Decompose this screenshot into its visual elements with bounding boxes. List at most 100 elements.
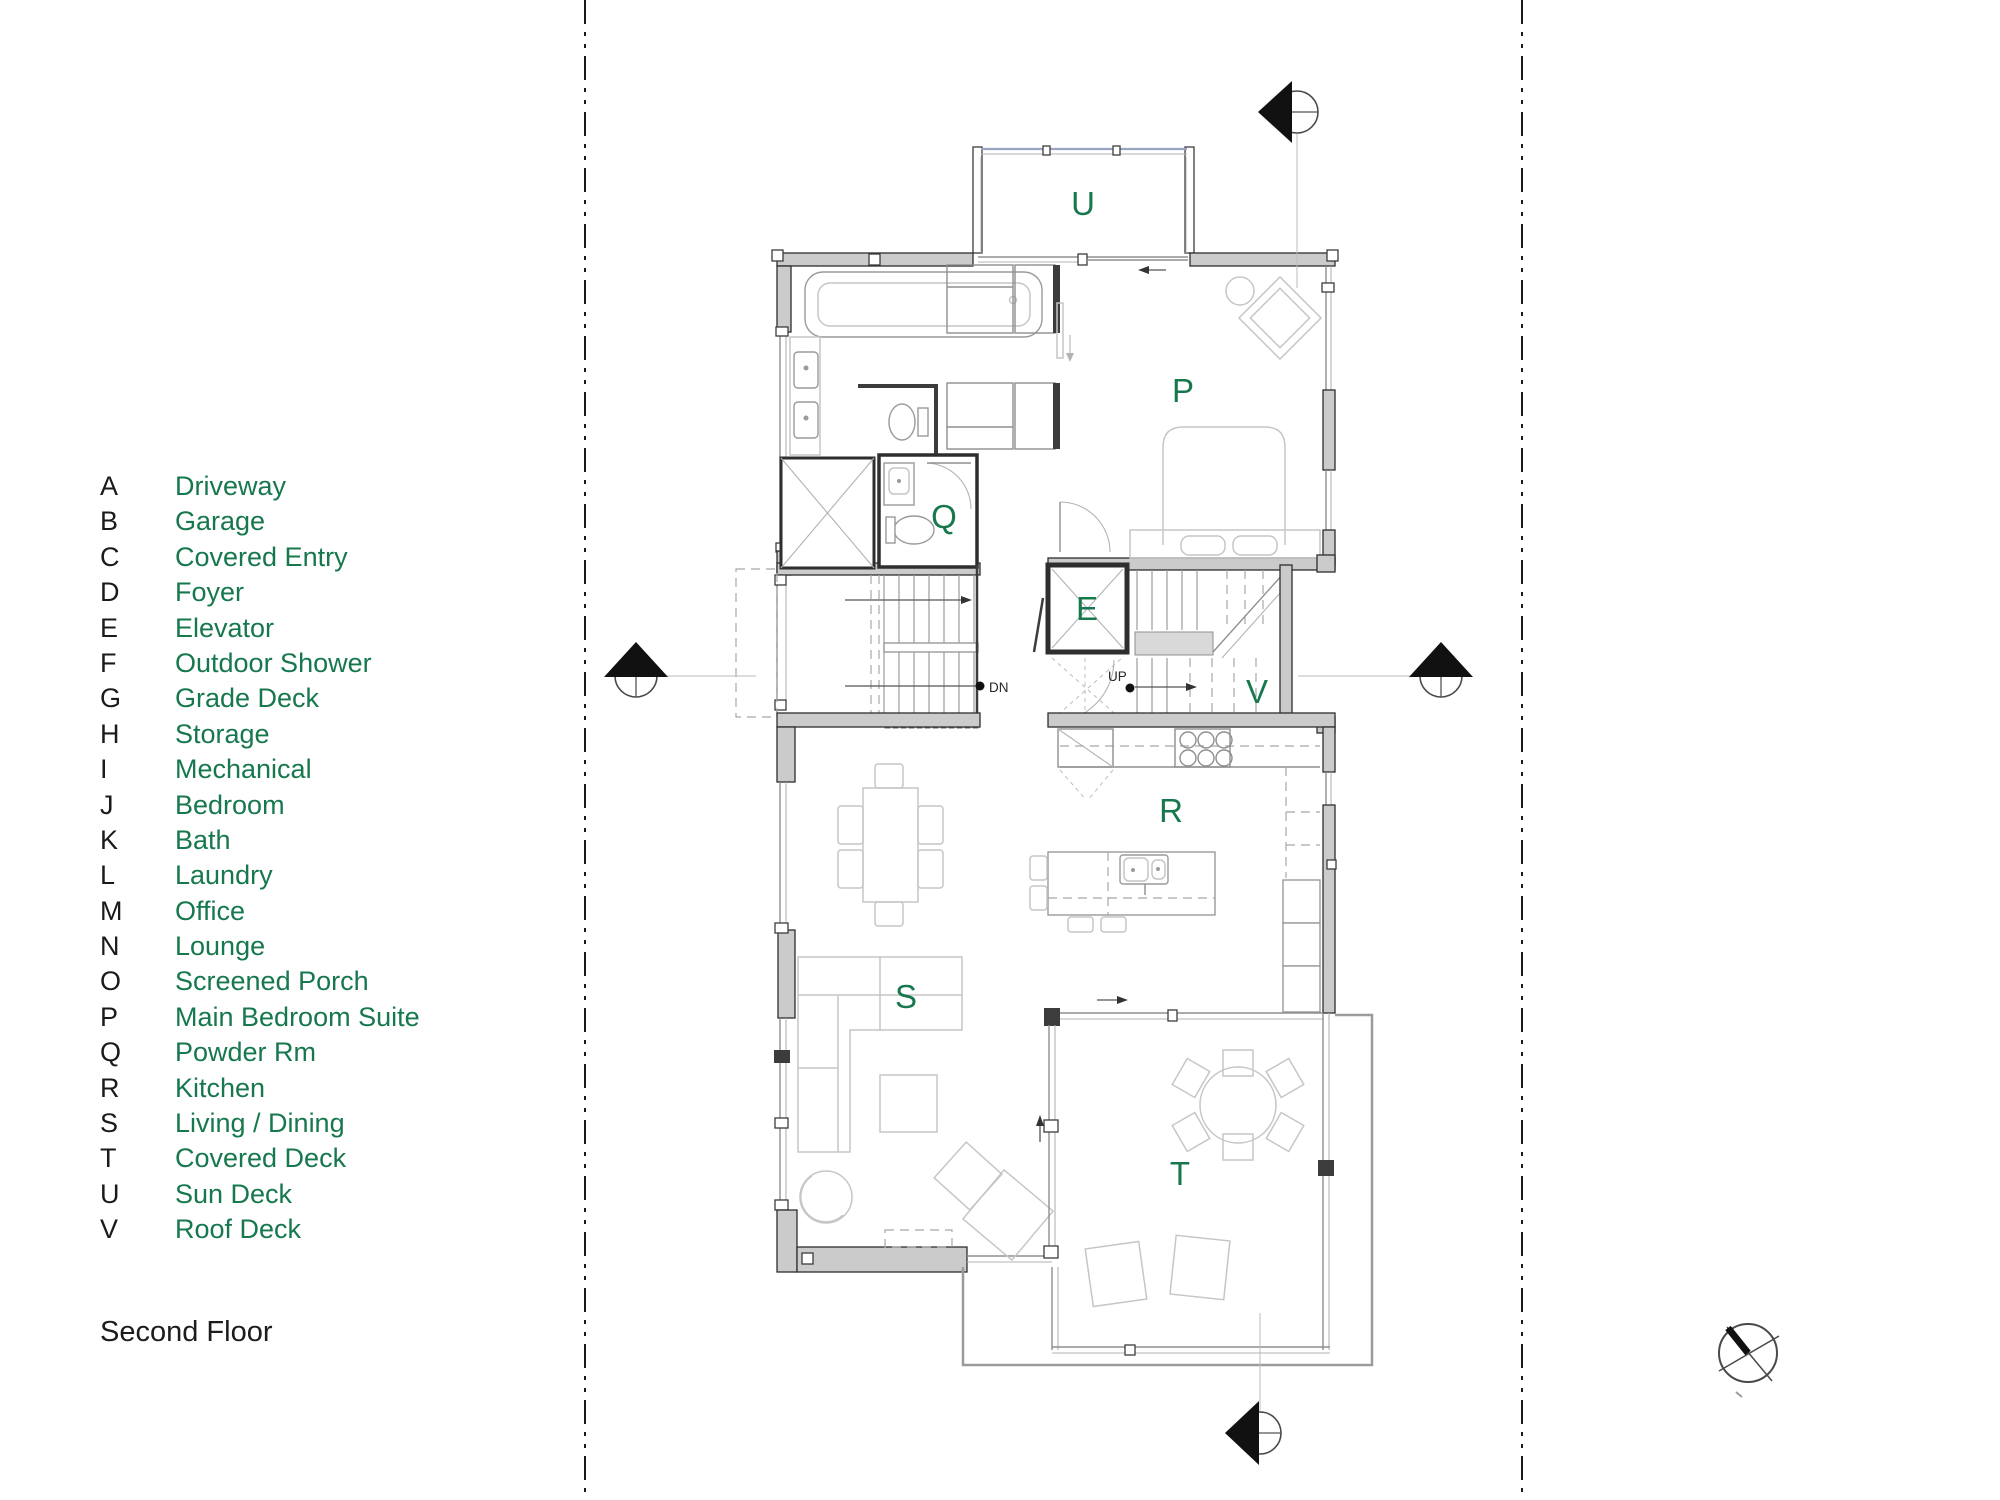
- section-marker-left: [604, 642, 756, 698]
- upper-volume-walls: [771, 249, 1339, 576]
- legend-label: Covered Entry: [175, 541, 348, 572]
- legend-label: Outdoor Shower: [175, 647, 372, 678]
- legend-row: F Outdoor Shower: [100, 646, 420, 681]
- legend-key: S: [100, 1108, 119, 1139]
- main-bedroom: [1059, 275, 1323, 559]
- legend-row: B Garage: [100, 504, 420, 539]
- room-labels: U P Q E V R S T: [895, 185, 1268, 1192]
- accent-chair-icon: [933, 1141, 1003, 1211]
- section-marker-right: [1298, 642, 1473, 698]
- legend-label: Laundry: [175, 860, 273, 891]
- living-dining: [797, 763, 1059, 1262]
- legend-key: M: [100, 895, 123, 926]
- legend-key: U: [100, 1178, 120, 1209]
- legend-label: Covered Deck: [175, 1143, 347, 1174]
- legend-row: U Sun Deck: [100, 1177, 420, 1212]
- section-marker-bottom: [1225, 1313, 1282, 1465]
- legend-row: P Main Bedroom Suite: [100, 1000, 420, 1035]
- room-label-kitchen: R: [1159, 792, 1183, 829]
- room-label-main-bedroom: P: [1172, 372, 1194, 409]
- bedroom-chair-icon: [1237, 275, 1323, 361]
- legend-row: G Grade Deck: [100, 681, 420, 716]
- legend-row: I Mechanical: [100, 752, 420, 787]
- powder-sink-icon: [883, 462, 915, 506]
- legend-key: R: [100, 1072, 120, 1103]
- room-label-elevator: E: [1076, 590, 1098, 627]
- projection-dashed-outline: [735, 568, 778, 718]
- legend-label: Storage: [175, 718, 270, 749]
- legend-row: R Kitchen: [100, 1071, 420, 1106]
- legend-label: Sun Deck: [175, 1178, 293, 1209]
- legend-row: M Office: [100, 894, 420, 929]
- legend-key: P: [100, 1001, 119, 1032]
- room-label-covered-deck: T: [1170, 1155, 1190, 1192]
- bath-vanity: [789, 336, 821, 456]
- legend-label: Driveway: [175, 471, 287, 501]
- section-marker-top: [1258, 81, 1319, 288]
- stair-up-label: UP: [1108, 669, 1127, 684]
- legend-label: Bath: [175, 824, 231, 855]
- accent-chair-icon: [961, 1168, 1055, 1262]
- legend-label: Mechanical: [175, 754, 312, 785]
- legend-label: Elevator: [175, 612, 275, 643]
- coffee-table-icon: [879, 1074, 938, 1133]
- room-label-living-dining: S: [895, 978, 917, 1015]
- legend-key: O: [100, 966, 122, 997]
- legend-label: Foyer: [175, 577, 245, 608]
- deck-lounger-icon: [1169, 1234, 1231, 1301]
- legend-key: V: [100, 1214, 119, 1245]
- legend-label: Main Bedroom Suite: [175, 1001, 420, 1032]
- kitchen-island: [1047, 851, 1216, 916]
- bedroom-door-arc: [1059, 501, 1111, 553]
- bathtub: [804, 271, 1043, 338]
- legend-label: Screened Porch: [175, 966, 369, 997]
- legend-label: Grade Deck: [175, 683, 320, 714]
- legend-row: O Screened Porch: [100, 964, 420, 999]
- legend-key: E: [100, 612, 119, 643]
- legend-key: G: [100, 683, 122, 714]
- shower: [779, 456, 876, 570]
- powder-room: [877, 453, 979, 569]
- legend-row: J Bedroom: [100, 788, 420, 823]
- legend-key: Q: [100, 1037, 122, 1068]
- toilet-icon: [888, 403, 929, 441]
- water-closet: [858, 384, 938, 455]
- legend-key: L: [100, 860, 116, 891]
- tall-cabinets: [1282, 879, 1321, 1013]
- legend-key: C: [100, 541, 120, 572]
- legend-key: J: [100, 789, 114, 820]
- legend-row: D Foyer: [100, 575, 420, 610]
- stair-up-roof-deck: UP: [1108, 554, 1336, 734]
- elevator: [1032, 562, 1130, 655]
- legend-row: K Bath: [100, 823, 420, 858]
- legend-key: F: [100, 647, 117, 678]
- legend-key: B: [100, 506, 119, 537]
- legend-label: Lounge: [175, 931, 266, 962]
- swivel-chair-icon: [799, 1170, 853, 1224]
- deck-table-icon: [1171, 1049, 1305, 1161]
- legend-label: Powder Rm: [175, 1037, 317, 1068]
- lower-volume-walls: [774, 712, 1337, 1273]
- side-table-icon: [1225, 276, 1255, 306]
- legend-key: N: [100, 931, 120, 962]
- legend-row: L Laundry: [100, 858, 420, 893]
- cooktop-icon: [1174, 728, 1233, 768]
- legend-key: I: [100, 754, 108, 785]
- legend-label: Kitchen: [175, 1072, 266, 1103]
- kitchen: [1029, 728, 1321, 1013]
- legend-label: Garage: [175, 506, 266, 537]
- legend-key: K: [100, 824, 119, 855]
- legend-label: Office: [175, 895, 246, 926]
- room-label-roof-deck: V: [1246, 673, 1268, 710]
- legend-label: Bedroom: [175, 789, 285, 820]
- legend-key: D: [100, 577, 120, 608]
- legend-row: E Elevator: [100, 611, 420, 646]
- stair-down: DN: [774, 565, 1009, 729]
